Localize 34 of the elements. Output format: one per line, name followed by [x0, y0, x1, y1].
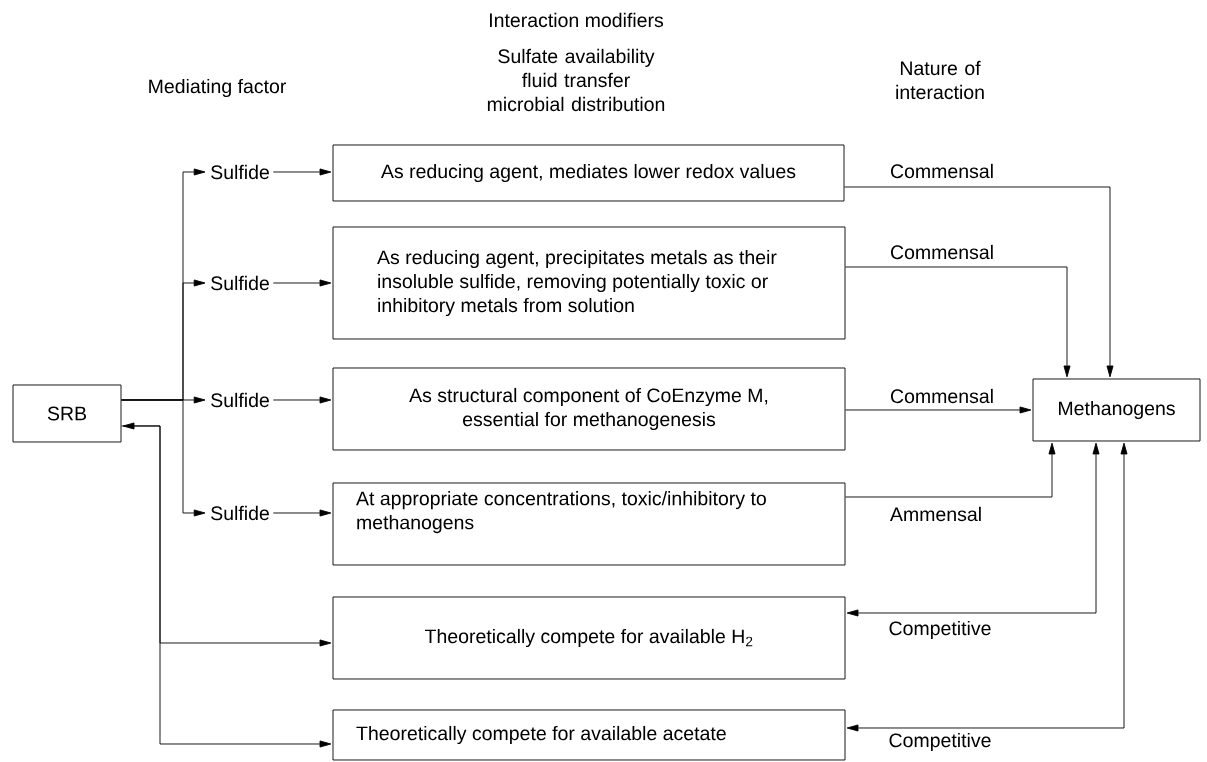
factor-label: Sulfide — [211, 275, 269, 291]
arrow — [845, 266, 1071, 378]
arrow — [844, 186, 1114, 378]
arrow — [845, 442, 1056, 498]
interaction-box: At appropriate concentrations, toxic/inhibitory to methanogens — [332, 482, 846, 566]
interaction-box: As reducing agent, mediates lower redox values — [332, 144, 845, 202]
organism-box: Methanogens — [1032, 378, 1201, 442]
arrow — [845, 406, 1032, 414]
edge-label: Competitive — [887, 731, 993, 753]
arrow — [272, 396, 332, 404]
column-heading: Mediating factor — [149, 78, 286, 98]
column-heading: Nature of interaction — [896, 60, 984, 100]
edge-label: Competitive — [887, 619, 993, 641]
arrow — [272, 279, 332, 287]
interaction-box: As reducing agent, precipitates metals as their insoluble sulfide, removing potentially toxic or inhibitory metals from solution — [332, 226, 846, 340]
column-heading: Sulfate availability fluid transfer microbial distribution — [487, 48, 665, 112]
interaction-box: Theoretically compete for available acetate — [332, 709, 846, 761]
interaction-box: Theoretically compete for available H$_{2}$ — [332, 596, 846, 680]
arrow — [272, 509, 332, 517]
arrow — [121, 425, 332, 748]
edge-label: Commensal — [889, 387, 995, 405]
arrow — [846, 442, 1128, 732]
arrow — [121, 399, 206, 517]
factor-label: Sulfide — [211, 392, 269, 408]
arrow — [272, 168, 332, 176]
edge-label: Commensal — [889, 243, 995, 261]
factor-label: Sulfide — [211, 164, 269, 180]
column-heading: Interaction modifiers — [490, 12, 664, 28]
arrow — [846, 442, 1100, 617]
interaction-box: As structural component of CoEnzyme M, essential for methanogenesis — [332, 367, 846, 451]
factor-label: Sulfide — [211, 505, 269, 521]
edge-label: Ammensal — [888, 505, 984, 523]
organism-box: SRB — [12, 384, 122, 443]
edge-label: Commensal — [889, 162, 995, 180]
